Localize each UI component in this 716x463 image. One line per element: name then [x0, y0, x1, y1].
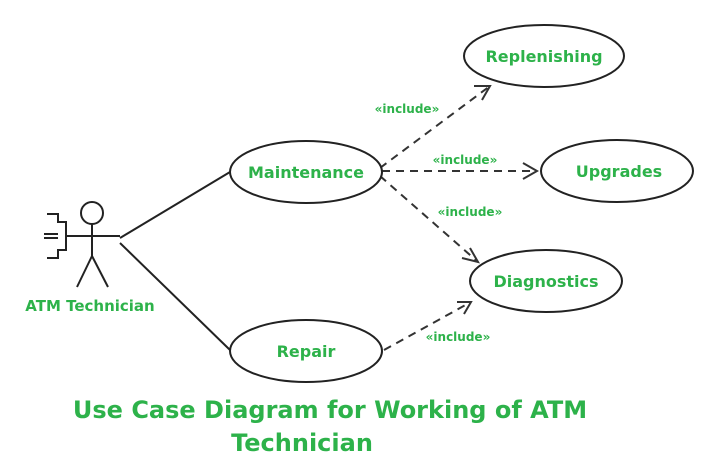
use-case-diagnostics	[469, 249, 623, 313]
association-actor-maintenance	[119, 171, 231, 239]
use-case-upgrades-label: Upgrades	[576, 162, 662, 181]
include-maintenance-diagnostics-line	[379, 175, 479, 263]
include-label-repair-diagnostics: «include»	[426, 330, 491, 344]
use-case-repair-label: Repair	[277, 342, 336, 361]
actor-figure-icon	[44, 201, 120, 288]
include-upgrades-arrowhead	[522, 162, 540, 180]
use-case-repair	[229, 319, 383, 383]
include-label-diagnostics: «include»	[438, 205, 503, 219]
include-maintenance-replenishing-line	[379, 85, 491, 169]
include-label-replenishing: «include»	[375, 102, 440, 116]
use-case-upgrades	[540, 139, 694, 203]
include-label-upgrades: «include»	[433, 153, 498, 167]
diagram-caption-line-2: Technician	[231, 429, 373, 457]
use-case-maintenance-label: Maintenance	[248, 163, 364, 182]
include-repair-diagnostics-arrowhead	[457, 301, 473, 315]
include-replenishing-arrowhead	[474, 85, 492, 101]
actor-label: ATM Technician	[25, 297, 154, 315]
diagram-caption-line-1: Use Case Diagram for Working of ATM	[73, 396, 587, 424]
use-case-replenishing-label: Replenishing	[485, 47, 602, 66]
association-actor-repair	[119, 242, 231, 351]
use-case-maintenance	[229, 140, 383, 204]
include-diagnostics-arrowhead	[461, 247, 481, 264]
include-repair-diagnostics-line	[383, 301, 472, 351]
use-case-replenishing	[463, 24, 625, 88]
use-case-diagnostics-label: Diagnostics	[493, 272, 598, 291]
